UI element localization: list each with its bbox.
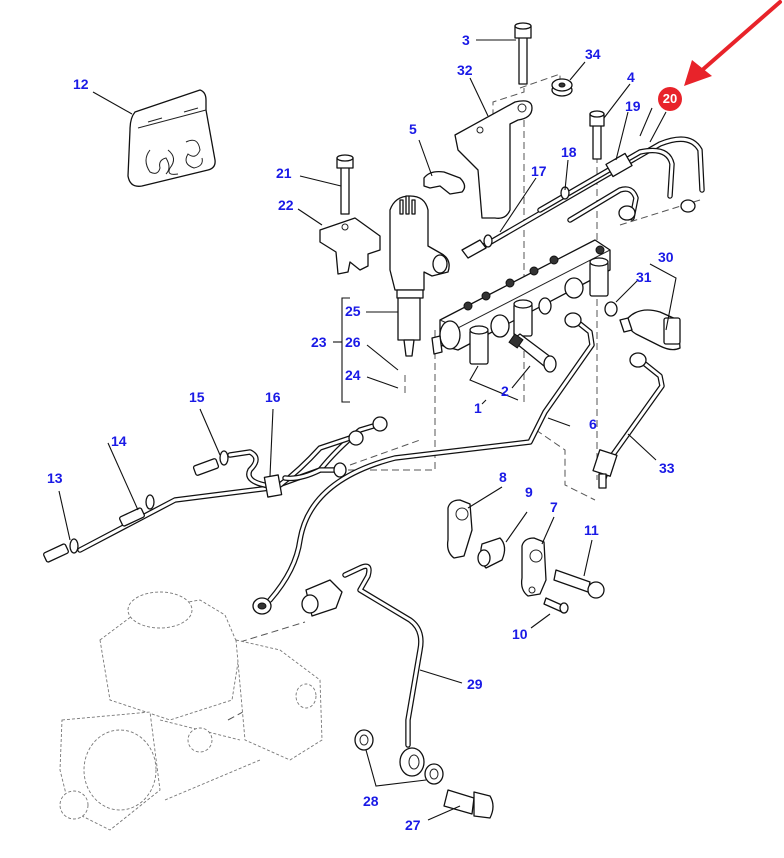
injector-pipe-harness: [43, 416, 388, 563]
callout-27[interactable]: 27: [405, 817, 421, 833]
callout-32[interactable]: 32: [457, 62, 473, 78]
callout-6[interactable]: 6: [589, 416, 597, 432]
common-rail: [431, 239, 611, 373]
gasket-kit-bag: [127, 89, 216, 187]
callout-33[interactable]: 33: [659, 460, 675, 476]
callout-22[interactable]: 22: [278, 197, 294, 213]
callout-30[interactable]: 30: [658, 249, 674, 265]
callout-15[interactable]: 15: [189, 389, 205, 405]
assembly-guides: [227, 73, 701, 721]
callout-4[interactable]: 4: [627, 69, 635, 85]
callout-19[interactable]: 19: [625, 98, 641, 114]
fuel-injector: [389, 195, 450, 357]
injection-pump: [59, 591, 323, 831]
callout-28[interactable]: 28: [363, 793, 379, 809]
callout-20-highlighted[interactable]: 20: [658, 87, 682, 111]
pipe-clip: [423, 170, 466, 195]
callout-23[interactable]: 23: [311, 334, 327, 350]
callout-16[interactable]: 16: [265, 389, 281, 405]
callout-8[interactable]: 8: [499, 469, 507, 485]
callout-25[interactable]: 25: [345, 303, 361, 319]
callout-5[interactable]: 5: [409, 121, 417, 137]
callout-2[interactable]: 2: [501, 383, 509, 399]
callout-9[interactable]: 9: [525, 484, 533, 500]
leader-lines: [58, 39, 677, 821]
callout-34[interactable]: 34: [585, 46, 601, 62]
callout-14[interactable]: 14: [111, 433, 127, 449]
sensor-pipe: [592, 352, 665, 489]
clamp-bolt: [589, 110, 605, 160]
callout-1[interactable]: 1: [474, 400, 482, 416]
spacer-washer: [551, 78, 573, 97]
highlight-arrow-icon: [684, 0, 782, 86]
bracket-bolt: [514, 22, 532, 85]
pipe-clamp-hardware: [446, 499, 605, 614]
leak-off-pipe-assembly: [461, 136, 705, 259]
injector-clamp-bolt: [336, 154, 354, 215]
callout-21[interactable]: 21: [276, 165, 292, 181]
callout-31[interactable]: 31: [636, 269, 652, 285]
callout-10[interactable]: 10: [512, 626, 528, 642]
callout-26[interactable]: 26: [345, 334, 361, 350]
callout-29[interactable]: 29: [467, 676, 483, 692]
callout-13[interactable]: 13: [47, 470, 63, 486]
callout-18[interactable]: 18: [561, 144, 577, 160]
rail-pressure-sensor: [604, 301, 681, 351]
high-pressure-feed-pipe: [252, 312, 595, 615]
callout-17[interactable]: 17: [531, 163, 547, 179]
callout-12[interactable]: 12: [73, 76, 89, 92]
callout-24[interactable]: 24: [345, 367, 361, 383]
rail-bracket: [454, 100, 533, 219]
callout-3[interactable]: 3: [462, 32, 470, 48]
pump-feed-pipe: [301, 563, 494, 819]
callout-7[interactable]: 7: [550, 499, 558, 515]
injector-clamp: [319, 217, 381, 275]
callout-11[interactable]: 11: [584, 522, 599, 538]
